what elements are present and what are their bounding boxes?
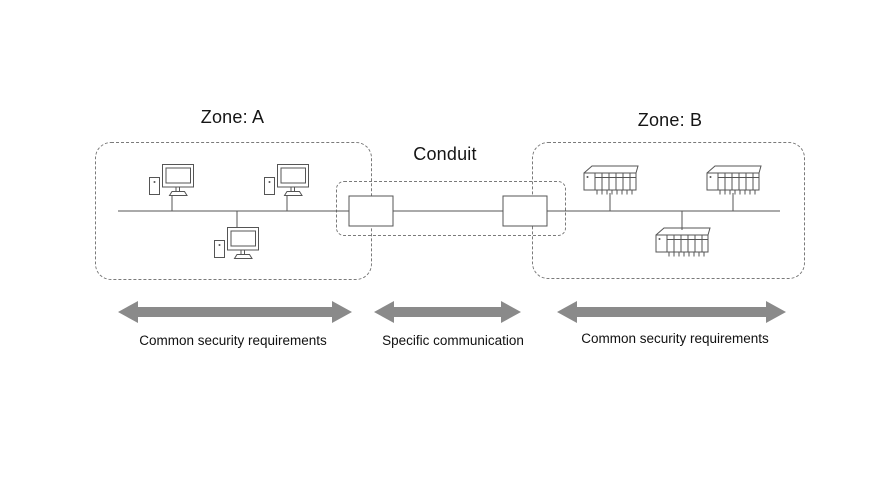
zone-b-scope-arrow	[557, 301, 786, 323]
zone-a-arrow-label: Common security requirements	[139, 333, 327, 348]
zone-b-title: Zone: B	[637, 110, 703, 130]
plc-icon-3	[655, 227, 711, 257]
zone-b-drop-lines	[609, 193, 734, 230]
conduit-scope-arrow	[374, 301, 521, 323]
zone-a-scope-arrow	[118, 301, 352, 323]
workstation-icon-2	[264, 164, 309, 196]
conduit-title: Conduit	[413, 144, 477, 164]
plc-icon-2	[706, 165, 762, 195]
gateway-box-icon-right	[502, 195, 548, 227]
zone-a-title: Zone: A	[200, 107, 265, 127]
conduit-arrow-label: Specific communication	[382, 333, 524, 348]
conduit-boundary	[336, 181, 566, 236]
zone-a-drop-lines	[171, 195, 288, 229]
gateway-box-icon-left	[348, 195, 394, 227]
zone-b-arrow-label: Common security requirements	[581, 331, 769, 346]
workstation-icon-3	[214, 227, 259, 259]
workstation-icon-1	[149, 164, 194, 196]
plc-icon-1	[583, 165, 639, 195]
